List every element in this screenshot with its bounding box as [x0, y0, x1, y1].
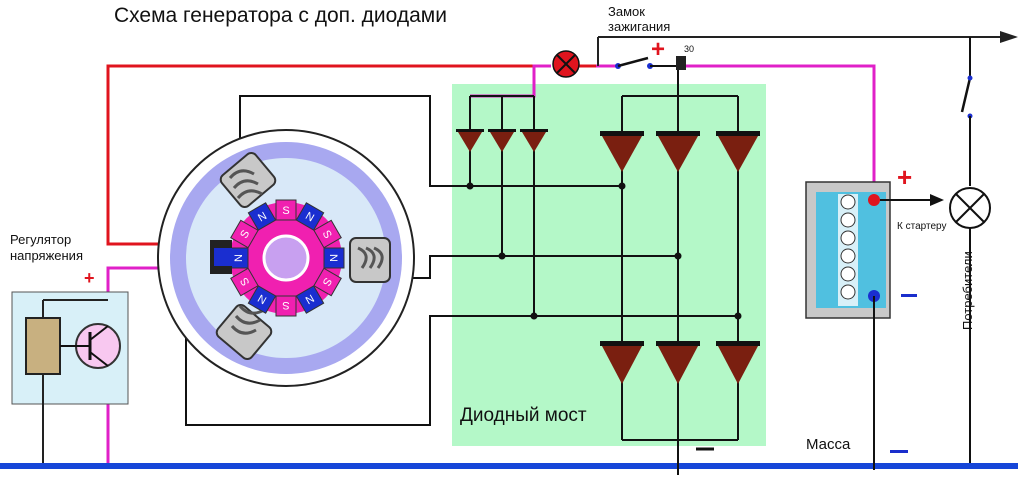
rotor-pole-block [247, 202, 277, 231]
rotor-pole-label: S [282, 299, 289, 311]
voltage-regulator [11, 291, 129, 463]
warning-lamp-icon [552, 50, 580, 78]
rotor-pole: N [295, 285, 325, 314]
rotor-pole-block [230, 267, 259, 297]
consumer-lamp-icon [949, 187, 991, 229]
regulator-label-line2: напряжения [10, 248, 83, 263]
rotor-pole: N [295, 202, 325, 231]
rotor-pole-block [275, 295, 297, 317]
ground-minus-sign [890, 450, 908, 453]
rotor-pole-block [295, 285, 325, 314]
starter-arrow-icon [930, 194, 944, 206]
battery-icon [805, 181, 891, 319]
ground-bus [0, 463, 1018, 469]
diagram-title: Схема генератора с доп. диодами [114, 4, 447, 27]
transistor-icon [60, 323, 121, 369]
rotor-pole-block [313, 267, 342, 297]
ignition-label-line1: Замок [608, 4, 645, 19]
rotor-pole-block [247, 285, 277, 314]
diode-bridge-label: Диодный мост [460, 405, 587, 426]
rotor-pole: S [275, 295, 297, 317]
starter-label: К стартеру [897, 221, 947, 232]
diode-icon [456, 129, 760, 384]
regulator-label-line1: Регулятор [10, 232, 72, 247]
rotor-pole-block [295, 202, 325, 231]
battery-plus-sign: + [897, 162, 913, 192]
consumers-label: Потребители [960, 251, 975, 330]
rotor-pole-block [275, 199, 297, 221]
battery-minus-sign [901, 294, 917, 297]
rotor-pole-block [323, 247, 345, 269]
junction-dots [466, 182, 742, 320]
rotor-pole-label: S [282, 205, 289, 217]
rotor-pole-label: N [327, 254, 339, 262]
ignition-label-line2: зажигания [608, 19, 671, 34]
rotor-pole: S [230, 219, 259, 249]
ignition-plus-sign: + [651, 36, 666, 63]
terminal-30-label: 30 [684, 44, 695, 54]
output-arrow-icon [1000, 31, 1018, 43]
ignition-label: Замок зажигания [608, 4, 670, 34]
rotor-pole: N [323, 247, 345, 269]
switch-icon [597, 37, 686, 70]
phase-wire-b [405, 255, 678, 279]
regulator-label: Регулятор напряжения [10, 232, 83, 264]
ground-label: Масса [806, 436, 851, 453]
regulator-plus-sign: + [84, 268, 95, 288]
rotor-pole-block [230, 219, 259, 249]
pink-battery-wire [684, 64, 876, 198]
rotor-pole-label: N [233, 254, 245, 262]
rotor-pole: N [247, 285, 277, 314]
rotor-pole: S [230, 267, 259, 297]
rotor-pole: S [313, 219, 342, 249]
rotor-pole: N [247, 202, 277, 231]
rotor-pole: S [313, 267, 342, 297]
rotor-pole-block [313, 219, 342, 249]
rotor-pole: S [275, 199, 297, 221]
